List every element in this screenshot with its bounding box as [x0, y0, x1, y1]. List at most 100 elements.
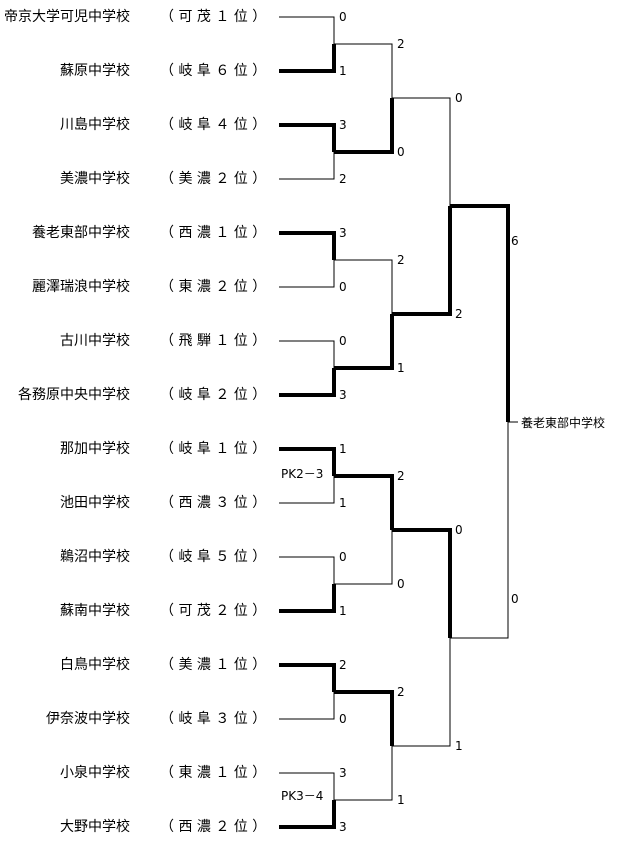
score-label: 6	[511, 234, 519, 248]
score-label: 1	[339, 442, 347, 456]
team-qualifier: （ 可 茂 １ 位 ）	[160, 9, 267, 25]
team-name: 伊奈波中学校	[46, 711, 130, 727]
team-qualifier: （ 可 茂 ２ 位 ）	[160, 603, 267, 619]
score-label: 3	[339, 820, 347, 834]
team-qualifier: （ 岐 阜 １ 位 ）	[160, 441, 267, 457]
bracket-line	[279, 231, 336, 260]
score-label: 3	[339, 118, 347, 132]
score-label: 1	[397, 361, 405, 375]
score-label: 3	[339, 766, 347, 780]
score-label: 0	[339, 10, 347, 24]
score-label: 2	[455, 307, 463, 321]
score-label: 2	[397, 253, 405, 267]
bracket-line	[334, 43, 393, 98]
bracket-line	[334, 530, 393, 585]
score-label: 1	[397, 793, 405, 807]
score-label: 2	[339, 172, 347, 186]
team-qualifier: （ 岐 阜 ５ 位 ）	[160, 549, 267, 565]
team-name: 麗澤瑞浪中学校	[32, 279, 130, 295]
bracket-line	[334, 259, 393, 314]
team-name: 蘇原中学校	[60, 63, 130, 79]
team-name: 蘇南中学校	[60, 603, 130, 619]
team-name: 白鳥中学校	[60, 657, 130, 673]
team-name: 各務原中央中学校	[18, 387, 130, 403]
team-row: 蘇南中学校 （ 可 茂 ２ 位 ）	[0, 598, 280, 624]
team-row: 池田中学校 （ 西 濃 ３ 位 ）	[0, 490, 280, 516]
bracket-line	[279, 340, 335, 368]
team-qualifier: （ 飛 騨 １ 位 ）	[160, 333, 267, 349]
team-name: 鵜沼中学校	[60, 549, 130, 565]
bracket-line	[279, 663, 336, 692]
bracket-line	[279, 447, 336, 476]
score-label: 0	[511, 592, 519, 606]
bracket-line	[392, 638, 451, 747]
team-qualifier: （ 岐 阜 ４ 位 ）	[160, 117, 267, 133]
bracket-line	[334, 98, 394, 154]
bracket-line	[450, 422, 509, 639]
team-name: 古川中学校	[60, 333, 130, 349]
score-label: 0	[455, 523, 463, 537]
score-label: 0	[339, 280, 347, 294]
bracket-line	[279, 476, 335, 504]
score-label: 2	[397, 37, 405, 51]
score-label: 2	[397, 469, 405, 483]
team-row: 古川中学校 （ 飛 騨 １ 位 ）	[0, 328, 280, 354]
team-row: 養老東部中学校 （ 西 濃 １ 位 ）	[0, 220, 280, 246]
team-qualifier: （ 西 濃 ３ 位 ）	[160, 495, 267, 511]
score-label: 0	[397, 145, 405, 159]
team-row: 麗澤瑞浪中学校 （ 東 濃 ２ 位 ）	[0, 274, 280, 300]
bracket-line	[279, 16, 335, 44]
team-row: 川島中学校 （ 岐 阜 ４ 位 ）	[0, 112, 280, 138]
bracket-line	[279, 44, 336, 73]
team-qualifier: （ 岐 阜 ２ 位 ）	[160, 387, 267, 403]
team-name: 川島中学校	[60, 117, 130, 133]
score-label: 0	[397, 577, 405, 591]
bracket-line	[279, 368, 336, 397]
score-label: 0	[339, 550, 347, 564]
team-qualifier: （ 岐 阜 ６ 位 ）	[160, 63, 267, 79]
score-label: 3	[339, 388, 347, 402]
bracket-line	[279, 772, 335, 800]
team-qualifier: （ 西 濃 ２ 位 ）	[160, 819, 267, 835]
team-qualifier: （ 東 濃 ２ 位 ）	[160, 279, 267, 295]
bracket-line	[334, 474, 394, 530]
team-name: 大野中学校	[60, 819, 130, 835]
bracket-line	[334, 314, 394, 370]
score-label: 0	[339, 334, 347, 348]
team-name: 小泉中学校	[60, 765, 130, 781]
team-name: 美濃中学校	[60, 171, 130, 187]
team-qualifier: （ 美 濃 １ 位 ）	[160, 657, 267, 673]
score-label: 0	[455, 91, 463, 105]
score-label: 1	[339, 64, 347, 78]
team-qualifier: （ 東 濃 １ 位 ）	[160, 765, 267, 781]
champion-label: 養老東部中学校	[521, 416, 606, 430]
bracket-line	[279, 692, 335, 720]
bracket-line	[334, 746, 393, 801]
team-qualifier: （ 西 濃 １ 位 ）	[160, 225, 267, 241]
bracket-line	[334, 690, 394, 746]
pk-note: PK2－3	[281, 467, 323, 481]
score-label: 2	[397, 685, 405, 699]
team-row: 美濃中学校（ 美 濃 ２ 位 ）	[0, 166, 280, 192]
bracket-line	[392, 206, 452, 316]
team-row: 伊奈波中学校 （ 岐 阜 ３ 位 ）	[0, 706, 280, 732]
team-name: 池田中学校	[60, 495, 130, 511]
score-label: 1	[339, 496, 347, 510]
bracket-line	[279, 584, 336, 613]
score-label: 3	[339, 226, 347, 240]
bracket-line	[279, 800, 336, 829]
score-label: 2	[339, 658, 347, 672]
score-label: 1	[455, 739, 463, 753]
bracket-line	[279, 260, 335, 288]
team-row: 鵜沼中学校 （ 岐 阜 ５ 位 ）	[0, 544, 280, 570]
bracket-line	[279, 556, 335, 584]
score-label: 1	[339, 604, 347, 618]
bracket-line	[392, 528, 452, 638]
team-name: 養老東部中学校	[32, 225, 130, 241]
bracket-line	[279, 152, 335, 180]
team-qualifier: （ 岐 阜 ３ 位 ）	[160, 711, 267, 727]
bracket-line	[279, 123, 336, 152]
pk-note: PK3－4	[281, 789, 323, 803]
team-name: 那加中学校	[60, 441, 130, 457]
team-name: 帝京大学可児中学校	[4, 9, 130, 25]
